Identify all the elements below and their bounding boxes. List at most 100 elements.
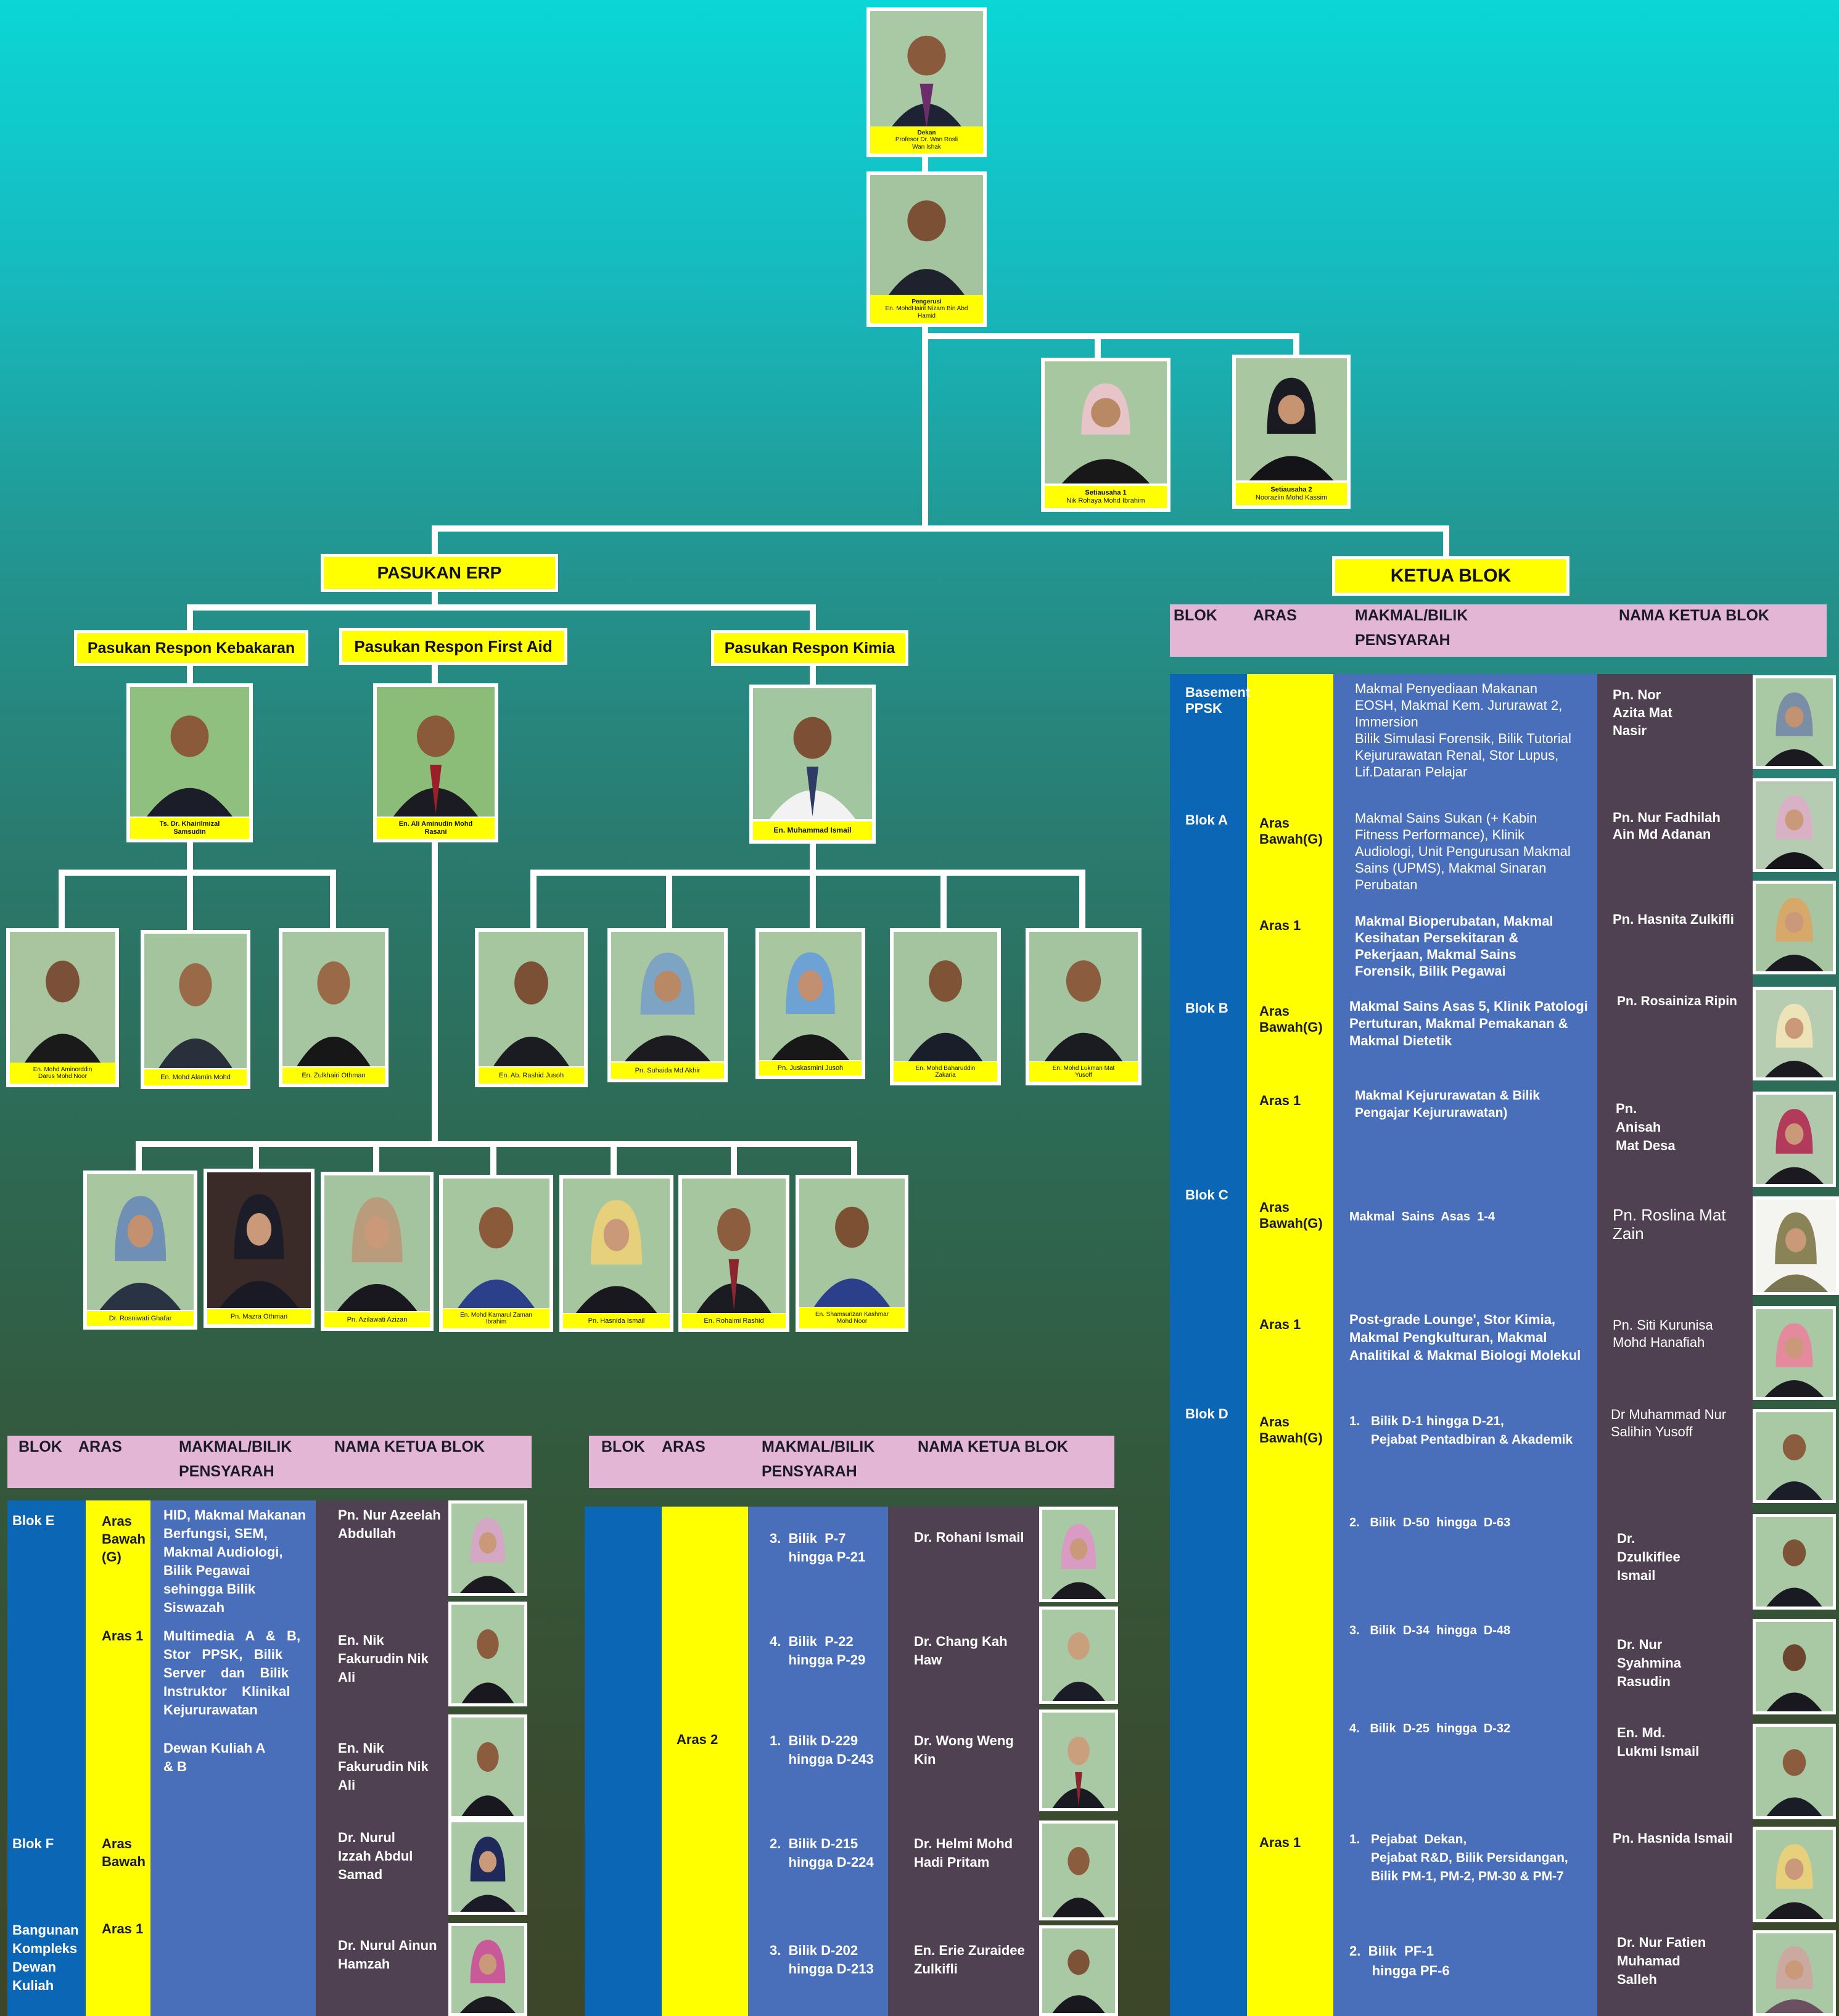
member-photo bbox=[759, 932, 862, 1060]
ketua-photo bbox=[448, 1602, 527, 1706]
fire-leader-name-2: Samsudin bbox=[173, 828, 206, 836]
ketua-name: Pn. Nor Azita Mat Nasir bbox=[1613, 687, 1672, 738]
makmal-text: 1. Bilik D-229 hingga D-243 bbox=[770, 1733, 874, 1767]
ketua-name: En. Md. Lukmi Ismail bbox=[1617, 1725, 1700, 1759]
sec2-name: Noorazlin Mohd Kassim bbox=[1255, 494, 1328, 501]
ketua-name: Dr. Nurul Izzah Abdul Samad bbox=[338, 1830, 413, 1882]
firstaid-member-name-1: En. Rohaimi Rashid bbox=[704, 1317, 764, 1325]
makmal-text: HID, Makmal Makanan Berfungsi, SEM, Makm… bbox=[163, 1507, 306, 1615]
ketua-name: Dr. Helmi Mohd Hadi Pritam bbox=[914, 1836, 1013, 1870]
chem-member-name-2: Zakaria bbox=[935, 1072, 956, 1079]
ketua-photo bbox=[448, 1714, 527, 1819]
aras-label: Aras Bawah(G) bbox=[1259, 1414, 1323, 1446]
ketua-name: Dr. Dzulkiflee Ismail bbox=[1617, 1531, 1681, 1583]
chem-member-name-1: En. Mohd Lukman Mat bbox=[1052, 1064, 1115, 1072]
ketua-photo bbox=[1753, 1196, 1839, 1295]
firstaid-member-name-2: Mohd Noor bbox=[836, 1318, 868, 1325]
ketua-name: Dr. Chang Kah Haw bbox=[914, 1634, 1008, 1668]
firstaid-member-name-1: Dr. Rosniwati Ghafar bbox=[109, 1314, 172, 1322]
ketua-name: Dr Muhammad Nur Salihin Yusoff bbox=[1611, 1407, 1727, 1439]
sec1-title: Setiausaha 1 bbox=[1085, 489, 1127, 497]
chem-member-card: En. Ab. Rashid Jusoh bbox=[475, 928, 588, 1087]
ketua-photo bbox=[1753, 987, 1836, 1080]
fire-member-card: En. Mohd Alamin Mohd bbox=[141, 930, 250, 1089]
block-label: Blok E bbox=[12, 1513, 55, 1528]
sec1-name: Nik Rohaya Mohd Ibrahim bbox=[1066, 497, 1145, 504]
aras-label: Aras 1 bbox=[1259, 1317, 1301, 1332]
ketua-photo bbox=[448, 1923, 527, 2016]
aras-label: Aras Bawah bbox=[102, 1836, 146, 1869]
block-label: Blok F bbox=[12, 1836, 54, 1851]
chem-member-name-1: En. Mohd Baharuddin bbox=[915, 1064, 976, 1072]
team-fire-label: Pasukan Respon Kebakaran bbox=[74, 630, 308, 666]
fire-member-card: En. Mohd Aminorddin Darus Mohd Noor bbox=[6, 928, 119, 1087]
right-table-header: BLOK ARAS MAKMAL/BILIK PENSYARAH NAMA KE… bbox=[1170, 604, 1827, 657]
makmal-text: 2. Bilik D-215 hingga D-224 bbox=[770, 1836, 874, 1870]
ketua-name: Dr. Nur Syahmina Rasudin bbox=[1617, 1637, 1681, 1689]
chem-member-card: Pn. Juskasmini Jusoh bbox=[755, 928, 865, 1079]
sec2-card: Setiausaha 2 Noorazlin Mohd Kassim bbox=[1232, 355, 1351, 509]
member-photo bbox=[207, 1172, 311, 1308]
team-firstaid-label: Pasukan Respon First Aid bbox=[339, 628, 567, 665]
mid-table-header: BLOK ARAS MAKMAL/BILIK PENSYARAH NAMA KE… bbox=[589, 1436, 1114, 1488]
makmal-text: 3. Bilik D-34 hingga D-48 bbox=[1349, 1624, 1511, 1637]
chem-leader-photo bbox=[753, 688, 872, 819]
aras-label: Aras 1 bbox=[1259, 918, 1301, 933]
ketua-name: Dr. Wong Weng Kin bbox=[914, 1733, 1014, 1767]
ketua-name: Dr. Nur Fatien Muhamad Salleh bbox=[1617, 1935, 1706, 1987]
member-photo bbox=[479, 932, 584, 1066]
hdr-nama: NAMA KETUA BLOK bbox=[918, 1438, 1068, 1455]
fire-member-name-2: Darus Mohd Noor bbox=[38, 1073, 87, 1080]
makmal-text: 1. Pejabat Dekan, Pejabat R&D, Bilik Per… bbox=[1349, 1832, 1568, 1883]
sec1-photo bbox=[1045, 361, 1167, 483]
ketua-photo bbox=[448, 1819, 527, 1915]
member-photo bbox=[1029, 932, 1138, 1061]
firstaid-member-card: En. Rohaimi Rashid bbox=[678, 1175, 789, 1332]
chem-member-name-2: Yusoff bbox=[1075, 1072, 1092, 1079]
block-label: Blok C bbox=[1185, 1187, 1228, 1203]
chem-member-name-1: Pn. Juskasmini Jusoh bbox=[777, 1064, 844, 1072]
member-photo bbox=[611, 932, 724, 1061]
block-label: Basement PPSK bbox=[1185, 685, 1251, 716]
ketua-name: En. Nik Fakurudin Nik Ali bbox=[338, 1740, 429, 1793]
firstaid-member-card: En. Mohd Kamarul Zaman Ibrahim bbox=[439, 1175, 553, 1332]
fire-member-name-1: En. Mohd Alamin Mohd bbox=[160, 1073, 231, 1081]
aras-label: Aras 1 bbox=[1259, 1093, 1301, 1108]
member-photo bbox=[443, 1179, 549, 1308]
member-photo bbox=[894, 932, 997, 1061]
makmal-text: Makmal Kejururawatan & Bilik Pengajar Ke… bbox=[1355, 1088, 1540, 1120]
team-chem-label: Pasukan Respon Kimia bbox=[711, 630, 908, 666]
makmal-text: 4. Bilik D-25 hingga D-32 bbox=[1349, 1722, 1511, 1735]
firstaid-leader-name-2: Rasani bbox=[424, 828, 447, 836]
hdr-pensyarah: PENSYARAH bbox=[762, 1463, 857, 1480]
fire-member-card: En. Zulkhairi Othman bbox=[279, 928, 389, 1087]
makmal-text: Makmal Bioperubatan, Makmal Kesihatan Pe… bbox=[1355, 913, 1553, 979]
ketua-photo bbox=[1753, 1306, 1836, 1400]
chem-leader-name: En. Muhammad Ismail bbox=[773, 826, 852, 835]
ketua-photo bbox=[1039, 1925, 1118, 2016]
hdr-pensyarah: PENSYARAH bbox=[179, 1463, 274, 1480]
ketua-photo bbox=[1039, 1607, 1118, 1704]
firstaid-leader-photo bbox=[377, 687, 495, 817]
firstaid-member-name-1: Pn. Azilawati Azizan bbox=[347, 1315, 408, 1323]
hdr-nama: NAMA KETUA BLOK bbox=[1619, 607, 1769, 624]
ketua-name: Dr. Rohani Ismail bbox=[914, 1529, 1024, 1545]
chair-photo bbox=[870, 175, 983, 295]
aras-label: Aras 1 bbox=[1259, 1835, 1301, 1850]
chair-card: Pengerusi En. MohdHairil Nizam Bin Abd H… bbox=[866, 171, 987, 327]
makmal-text: Post-grade Lounge', Stor Kimia, Makmal P… bbox=[1349, 1312, 1581, 1363]
firstaid-leader-card: En. Ali Aminudin Mohd Rasani bbox=[373, 683, 498, 842]
aras-label: Aras 2 bbox=[677, 1732, 718, 1747]
ketua-photo bbox=[1753, 1619, 1836, 1714]
makmal-text: 1. Bilik D-1 hingga D-21, Pejabat Pentad… bbox=[1349, 1414, 1573, 1447]
fire-member-name-1: En. Zulkhairi Othman bbox=[302, 1071, 366, 1079]
hdr-makmal: MAKMAL/BILIK bbox=[762, 1438, 875, 1455]
ketua-name: Pn. Nur Fadhilah Ain Md Adanan bbox=[1613, 810, 1721, 842]
ketua-photo bbox=[1753, 1409, 1836, 1503]
makmal-text: Makmal Sains Asas 1-4 bbox=[1349, 1210, 1495, 1224]
chair-name-1: En. MohdHairil Nizam Bin Abd bbox=[885, 305, 968, 313]
chair-title: Pengerusi bbox=[911, 298, 942, 305]
block-label: Bangunan Kompleks Dewan Kuliah bbox=[12, 1922, 79, 1993]
hdr-nama: NAMA KETUA BLOK bbox=[334, 1438, 485, 1455]
ketua-name: Pn. Rosainiza Ripin bbox=[1617, 994, 1737, 1008]
